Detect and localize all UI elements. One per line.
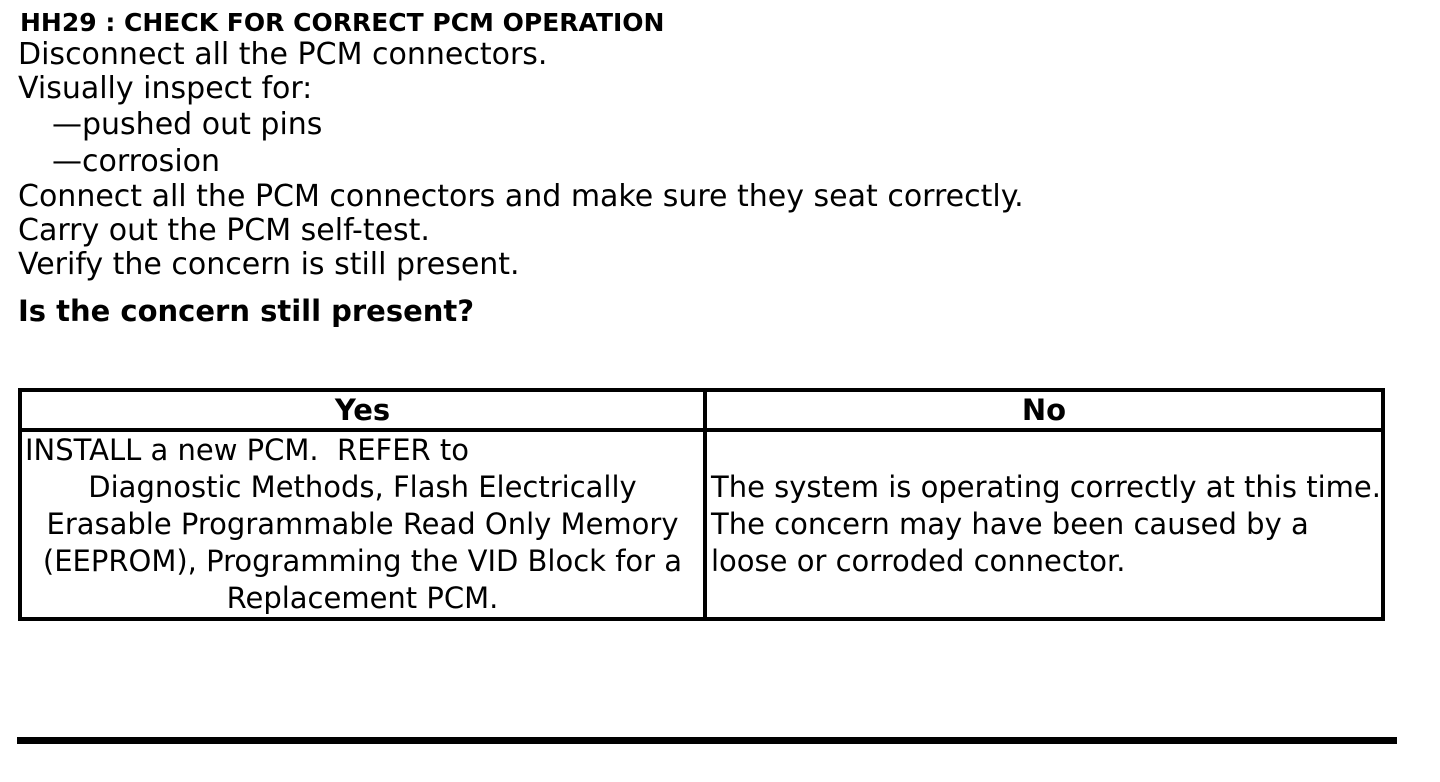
- inspection-item-corrosion: —corrosion: [52, 144, 221, 179]
- pinpoint-test-title: HH29 : CHECK FOR CORRECT PCM OPERATION: [20, 8, 665, 37]
- section-divider-rule: [17, 737, 1397, 744]
- no-action-cell: The system is operating correctly at thi…: [703, 428, 1385, 621]
- yes-action-cell: INSTALL a new PCM. REFER to Diagnostic M…: [18, 428, 707, 621]
- yes-column-header: Yes: [18, 388, 707, 432]
- no-action-line: The concern may have been caused by a: [711, 507, 1309, 541]
- results-action-row: INSTALL a new PCM. REFER to Diagnostic M…: [18, 428, 1385, 621]
- step-disconnect-connectors: Disconnect all the PCM connectors.: [18, 37, 548, 72]
- step-pcm-self-test: Carry out the PCM self-test.: [18, 213, 430, 248]
- step-verify-concern: Verify the concern is still present.: [18, 247, 520, 282]
- yes-action-line: (EEPROM), Programming the VID Block for …: [42, 544, 683, 578]
- decision-question: Is the concern still present?: [18, 294, 475, 328]
- yes-action-line: INSTALL a new PCM. REFER to: [25, 433, 470, 467]
- yes-action-line: Erasable Programmable Read Only Memory: [46, 507, 679, 541]
- results-header-row: Yes No: [18, 388, 1385, 432]
- step-connect-connectors: Connect all the PCM connectors and make …: [18, 179, 1024, 214]
- inspection-item-pushed-out-pins: —pushed out pins: [52, 107, 323, 142]
- no-action-line: The system is operating correctly at thi…: [711, 470, 1381, 504]
- no-action-line: loose or corroded connector.: [711, 544, 1126, 578]
- inspection-intro: Visually inspect for:: [18, 71, 313, 106]
- yes-action-line: Diagnostic Methods, Flash Electrically: [88, 470, 637, 504]
- results-table: Yes No INSTALL a new PCM. REFER to Diagn…: [18, 388, 1385, 621]
- yes-action-line: Replacement PCM.: [226, 581, 499, 615]
- no-column-header: No: [703, 388, 1385, 432]
- inspection-list: Visually inspect for: —pushed out pins —…: [18, 72, 1440, 180]
